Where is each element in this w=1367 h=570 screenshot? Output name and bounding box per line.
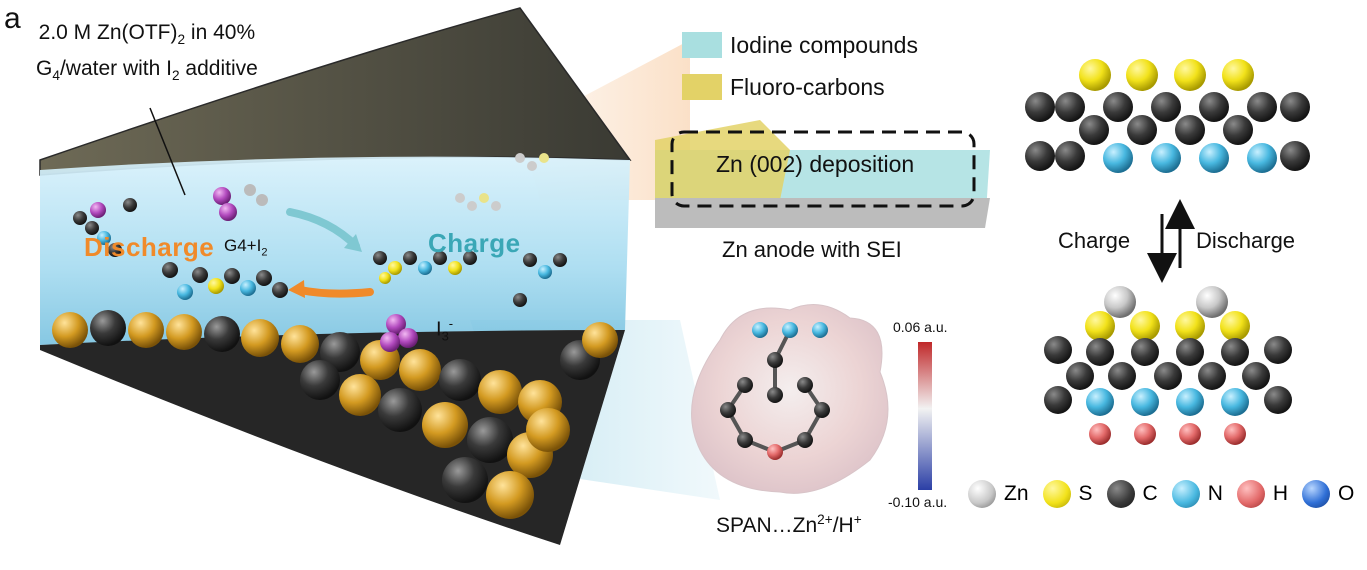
- discharged-structure: [1044, 286, 1292, 445]
- zinc-slab-top: [655, 198, 990, 228]
- atom-legend-o: O: [1302, 480, 1354, 508]
- charge-label: Charge: [428, 228, 521, 259]
- reaction-charge-label: Charge: [1058, 228, 1130, 254]
- deposition-label: Zn (002) deposition: [716, 151, 914, 178]
- reaction-arrows: [1162, 214, 1180, 268]
- atom-legend: Zn S C N H O: [968, 480, 1367, 508]
- legend-label-iodine: Iodine compounds: [730, 32, 918, 59]
- atom-legend-c: C: [1107, 480, 1158, 508]
- esp-colorbar: [918, 342, 932, 490]
- esp-caption: SPAN…Zn2+/H+: [716, 512, 862, 538]
- discharge-curve-arrow: [300, 290, 370, 294]
- atom-legend-s: S: [1043, 480, 1093, 508]
- reaction-discharge-label: Discharge: [1196, 228, 1295, 254]
- legend-swatch-fluorocarbon: [682, 74, 722, 100]
- panel-letter: a: [4, 2, 21, 36]
- charged-structure: [1025, 59, 1310, 173]
- sei-caption: Zn anode with SEI: [722, 237, 902, 263]
- legend-label-fluorocarbon: Fluoro-carbons: [730, 74, 885, 101]
- atom-legend-zn: Zn: [968, 480, 1029, 508]
- triiodide-label: I3-: [436, 316, 453, 344]
- g4-iodine-label: G4+I2: [224, 236, 268, 258]
- colorbar-max-label: 0.06 a.u.: [893, 319, 948, 335]
- atom-legend-n: N: [1172, 480, 1223, 508]
- atom-legend-h: H: [1237, 480, 1288, 508]
- electrolyte-composition-label: 2.0 M Zn(OTF)2 in 40% G4/water with I2 a…: [36, 18, 258, 90]
- discharge-label: Discharge: [84, 232, 214, 263]
- legend-swatch-iodine: [682, 32, 722, 58]
- colorbar-min-label: -0.10 a.u.: [888, 494, 947, 510]
